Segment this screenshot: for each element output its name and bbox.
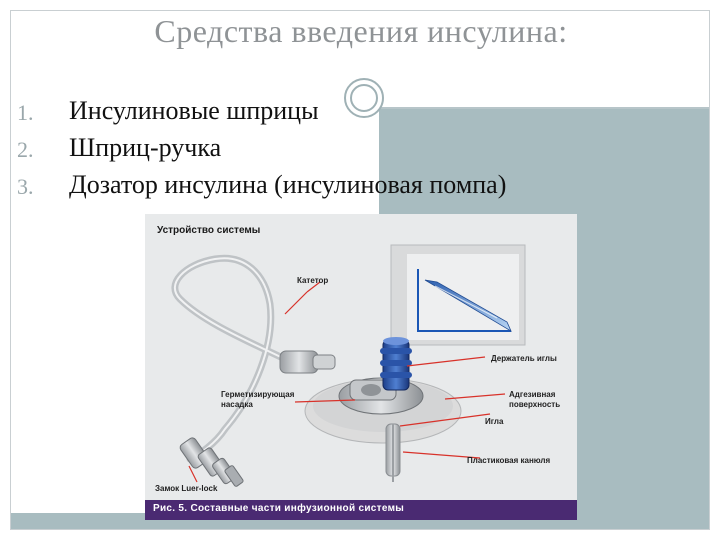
- label-sealing-cap: Герметизирующая насадка: [221, 390, 294, 410]
- list-text: Инсулиновые шприцы: [69, 96, 319, 125]
- figure-caption-bar: Рис. 5. Составные части инфузионной сист…: [145, 500, 577, 520]
- title-divider: [379, 107, 709, 109]
- list-number: 2.: [17, 137, 34, 162]
- label-adhesive: Адгезивная поверхность: [509, 390, 560, 410]
- list-text: Шприц-ручка: [69, 133, 222, 162]
- infusion-set-figure: Устройство системы Катетор Держатель игл…: [145, 214, 577, 520]
- figure-heading: Устройство системы: [157, 225, 261, 236]
- label-needle: Игла: [485, 417, 504, 426]
- slide-title: Средства введения инсулина:: [154, 13, 568, 49]
- label-luer-lock: Замок Luer-lock: [155, 484, 218, 493]
- label-pointers: [188, 281, 506, 483]
- label-adhesive-line2: поверхность: [509, 400, 561, 409]
- label-needle-holder: Держатель иглы: [491, 354, 557, 363]
- needle-holder: [380, 337, 412, 391]
- ring-ornament-inner: [350, 84, 378, 112]
- label-sealing-cap-line2: насадка: [221, 400, 253, 409]
- list-text: Дозатор инсулина (инсулиновая помпа): [69, 170, 507, 199]
- list-number: 3.: [17, 174, 34, 199]
- needle-tip-inset: [390, 244, 526, 346]
- luer-lock-connector: [179, 437, 244, 487]
- tube-connector: [279, 350, 336, 374]
- slide: Средства введения инсулина: 1. Инсулинов…: [10, 10, 710, 530]
- infusion-set-illustration: [171, 244, 526, 487]
- figure-caption: Рис. 5. Составные части инфузионной сист…: [153, 503, 405, 514]
- insertion-hub: [338, 377, 424, 415]
- catheter-tube: [171, 254, 299, 463]
- label-adhesive-line1: Адгезивная: [509, 390, 556, 399]
- label-cannula: Пластиковая канюля: [467, 456, 551, 465]
- label-catheter: Катетор: [297, 276, 329, 285]
- label-sealing-cap-line1: Герметизирующая: [221, 390, 295, 399]
- list-number: 1.: [17, 100, 34, 125]
